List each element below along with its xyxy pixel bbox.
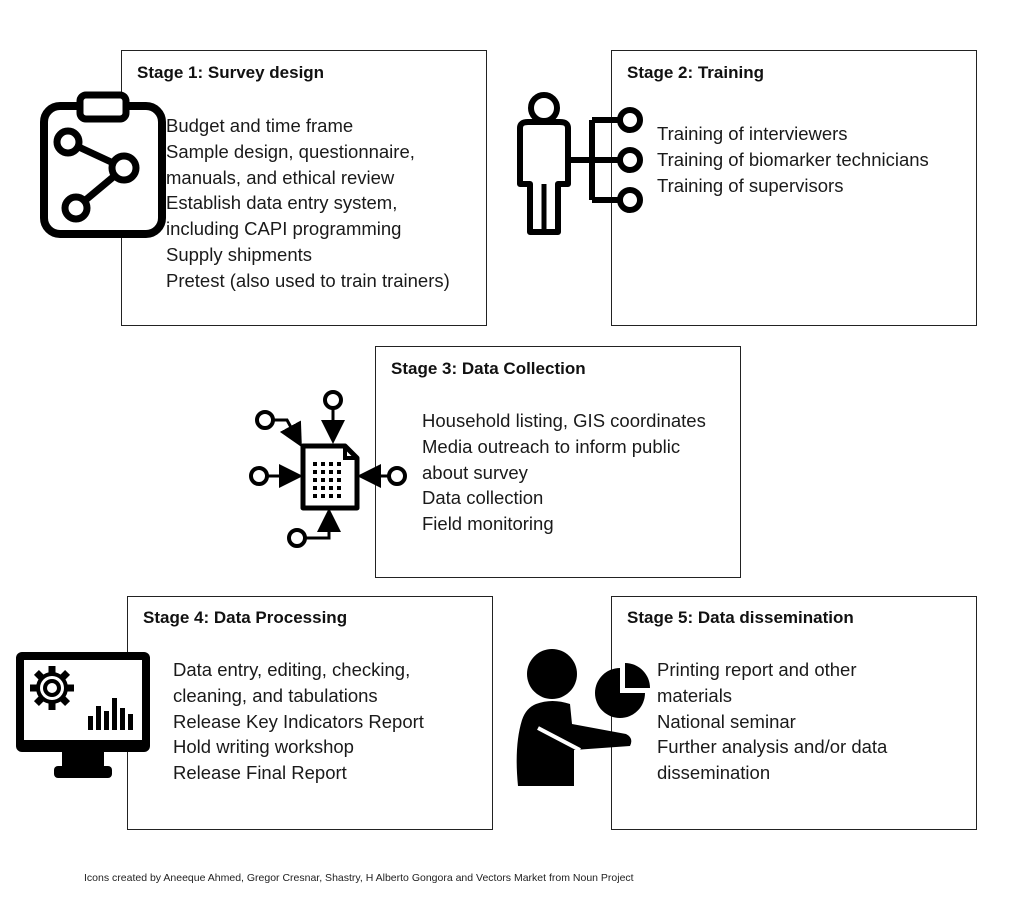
list-item: dissemination bbox=[657, 762, 771, 784]
list-item: Household listing, GIS coordinates bbox=[422, 410, 706, 431]
list-item: Release Final Report bbox=[173, 762, 347, 784]
stage-5-title: Stage 5: Data dissemination bbox=[627, 608, 854, 627]
stage-1-list: Budget and time frame Sample design, que… bbox=[166, 113, 450, 294]
list-item: Pretest (also used to train trainers) bbox=[166, 269, 450, 291]
stage-3-title: Stage 3: Data Collection bbox=[391, 359, 586, 378]
list-item: Hold writing workshop bbox=[173, 736, 354, 758]
stage-4-list: Data entry, editing, checking, cleaning,… bbox=[173, 657, 424, 786]
list-item: Supply shipments bbox=[166, 243, 313, 265]
presenter-pie-chart-icon bbox=[516, 649, 650, 786]
list-item: Establish data entry system, bbox=[166, 192, 398, 214]
list-item: about survey bbox=[422, 461, 528, 483]
list-item: cleaning, and tabulations bbox=[173, 684, 378, 706]
stage-2-title: Stage 2: Training bbox=[627, 63, 764, 82]
stage-4-box bbox=[127, 596, 493, 830]
stage-3-list: Household listing, GIS coordinates Media… bbox=[422, 408, 706, 537]
list-item: Sample design, questionnaire, bbox=[166, 140, 415, 162]
list-item: manuals, and ethical review bbox=[166, 166, 395, 188]
stage-1-title: Stage 1: Survey design bbox=[137, 63, 325, 82]
stage-3-box bbox=[375, 346, 741, 578]
list-item: Training of biomarker technicians bbox=[657, 148, 929, 170]
stage-1-box bbox=[121, 50, 487, 326]
list-item: Further analysis and/or data bbox=[657, 736, 888, 758]
list-item: Training of supervisors bbox=[657, 174, 844, 196]
stage-2-list: Training of interviewers Training of bio… bbox=[657, 121, 929, 198]
list-item: Release Key Indicators Report bbox=[173, 710, 424, 732]
list-item: Budget and time frame bbox=[166, 115, 354, 136]
list-item: Training of interviewers bbox=[657, 123, 848, 144]
clipboard-network-icon bbox=[40, 91, 166, 238]
stage-4-title: Stage 4: Data Processing bbox=[143, 608, 348, 627]
icon-credits-footer: Icons created by Aneeque Ahmed, Gregor C… bbox=[84, 872, 634, 884]
data-collection-icon bbox=[249, 390, 407, 548]
stage-5-list: Printing report and other materials Nati… bbox=[657, 657, 887, 786]
monitor-gear-chart-icon bbox=[16, 652, 150, 778]
list-item: Printing report and other bbox=[657, 659, 857, 680]
stage-2-box bbox=[611, 50, 977, 326]
stage-5-box bbox=[611, 596, 977, 830]
list-item: Data collection bbox=[422, 487, 544, 509]
list-item: Field monitoring bbox=[422, 513, 554, 535]
list-item: materials bbox=[657, 684, 733, 706]
list-item: National seminar bbox=[657, 710, 796, 732]
list-item: Media outreach to inform public bbox=[422, 435, 681, 457]
list-item: Data entry, editing, checking, bbox=[173, 659, 411, 680]
list-item: including CAPI programming bbox=[166, 218, 402, 240]
person-network-icon bbox=[517, 92, 643, 235]
